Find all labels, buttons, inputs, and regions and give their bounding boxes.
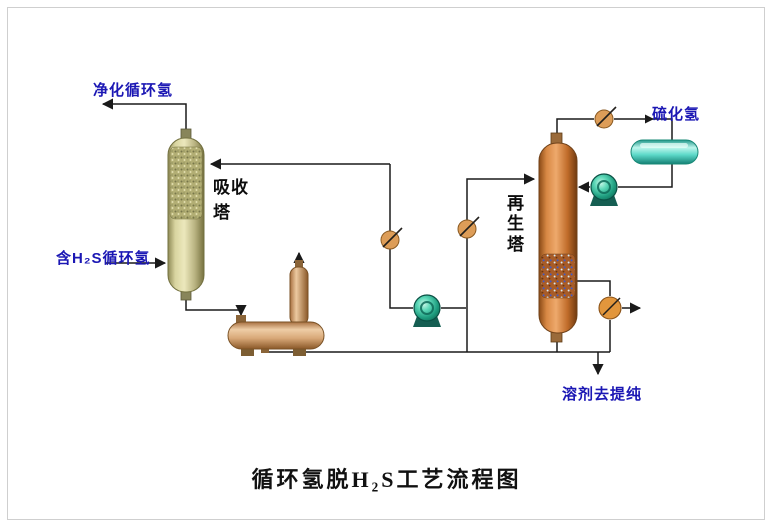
exchanger-shell — [227, 321, 325, 350]
valve2-stem — [459, 216, 480, 237]
valve1-stem — [382, 227, 403, 248]
regen-packing — [540, 253, 576, 299]
absorber-packing — [169, 146, 203, 220]
pump2-impeller-ring — [597, 180, 611, 194]
pipe-bottom-header — [264, 348, 610, 353]
overhead-valve-icon — [594, 106, 617, 129]
pipe-rich-to-regenerator — [466, 173, 536, 221]
regen-bottom-nozzle — [550, 331, 563, 343]
label-regenerator-tower: 再生塔 — [507, 194, 525, 254]
reboiler-icon — [598, 296, 622, 320]
regen-shell — [538, 142, 578, 334]
reboiler-stem — [602, 297, 621, 316]
label-purified-gas: 净化循环氢 — [93, 82, 174, 99]
lean-rich-exchanger — [227, 260, 325, 356]
pump1-casing — [413, 294, 441, 322]
overhead-condenser-drum — [630, 139, 699, 165]
pump2-casing — [590, 173, 618, 201]
label-h2s-out: 硫化氢 — [652, 106, 701, 123]
pipe-regen-overhead — [556, 118, 594, 134]
exchanger-column — [289, 266, 309, 326]
regen-top-nozzle — [550, 132, 563, 145]
exchanger-bottom-stub — [261, 349, 269, 353]
condenser-highlight — [640, 143, 688, 148]
label-solvent-out: 溶剂去提纯 — [562, 386, 643, 403]
exchanger-inlet-nozzle — [236, 315, 246, 323]
pipe-drum-to-pump2 — [618, 164, 673, 188]
exchanger-saddle-left — [241, 348, 254, 356]
valve3-stem — [596, 106, 617, 127]
h2s-flow-arrowhead — [645, 114, 654, 124]
pipe-absorber-bottoms — [185, 299, 247, 317]
diagram-title: 循环氢脱H₂S工艺流程图 — [251, 467, 522, 492]
pipe-overhead-to-drum — [614, 118, 673, 140]
regenerator-tower — [538, 132, 578, 343]
exchanger-column-nozzle — [295, 260, 303, 268]
absorber-tower — [167, 128, 205, 301]
pipe-reboiler-feed — [576, 280, 611, 296]
circulation-pump-icon — [413, 294, 441, 327]
feed-valve-icon — [457, 216, 480, 239]
pipe-valve1-riser-lower — [389, 248, 413, 309]
letdown-valve-icon — [380, 227, 403, 250]
label-feed-gas: 含H₂S循环氢 — [56, 250, 151, 267]
reflux-pump-icon — [590, 173, 618, 206]
exchanger-saddle-right — [293, 348, 306, 356]
label-absorber-tower: 吸收塔 — [213, 178, 249, 222]
pump1-impeller-ring — [420, 301, 434, 315]
pipe-purified-gas-out — [101, 98, 187, 138]
